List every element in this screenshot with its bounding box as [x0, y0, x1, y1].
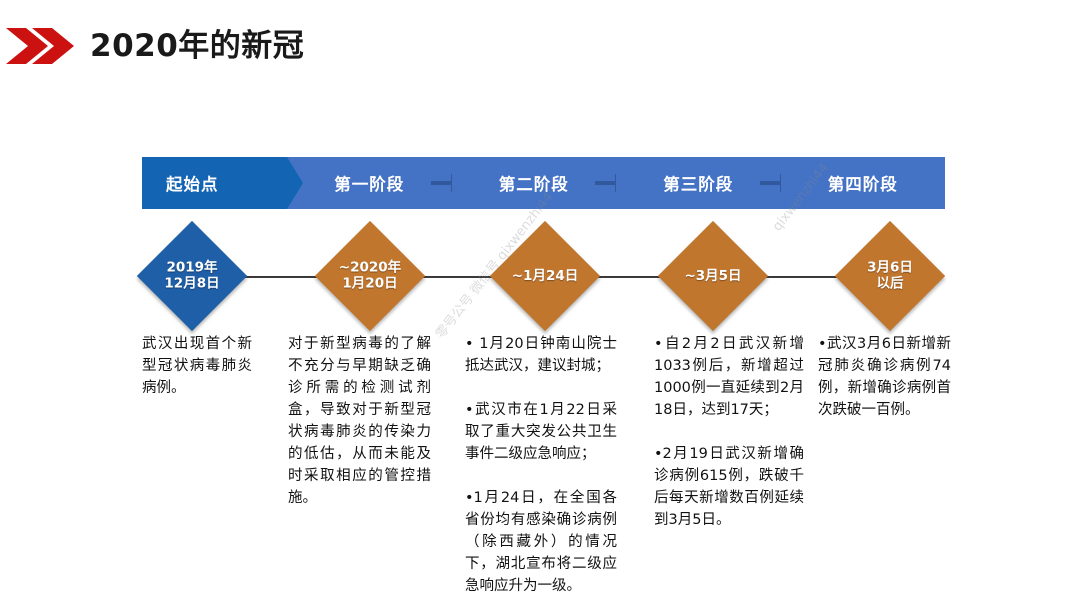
- phase-segment-0[interactable]: 起始点: [142, 157, 303, 209]
- description-column-0: 武汉出现首个新型冠状病毒肺炎病例。: [142, 336, 252, 397]
- segment-notch-icon: [287, 157, 303, 209]
- timeline-milestone-2[interactable]: ~1月24日: [489, 220, 601, 332]
- timeline-milestone-1[interactable]: ~2020年 1月20日: [314, 220, 426, 332]
- milestone-label: ~1月24日: [511, 267, 579, 284]
- milestone-label: ~2020年 1月20日: [338, 259, 402, 292]
- milestone-label: 3月6日 以后: [867, 259, 913, 292]
- description-column-2: • 1月20日钟南山院士抵达武汉，建议封城； •武汉市在1月22日采取了重大突发…: [465, 336, 617, 595]
- milestone-label: ~3月5日: [684, 267, 742, 284]
- milestone-label: 2019年 12月8日: [164, 259, 220, 292]
- phase-segment-label: 第四阶段: [827, 175, 898, 194]
- phase-segment-4[interactable]: 第四阶段: [780, 157, 945, 209]
- description-column-1: 对于新型病毒的了解不充分与早期缺乏确诊所需的检测试剂盒，导致对于新型冠状病毒肺炎…: [288, 336, 431, 507]
- page-title: 2020年的新冠: [90, 27, 305, 64]
- double-chevron-right-icon: [4, 26, 76, 66]
- phase-segment-label: 第二阶段: [498, 175, 569, 194]
- phase-segment-label: 起始点: [166, 175, 219, 194]
- timeline-milestone-3[interactable]: ~3月5日: [657, 220, 769, 332]
- description-column-4: •武汉3月6日新增新冠肺炎确诊病例74例，新增确诊病例首次跌破一百例。: [818, 336, 951, 419]
- description-column-3: •自2月2日武汉新增1033例后，新增超过1000例一直延续到2月18日，达到1…: [654, 336, 804, 529]
- timeline-milestone-4[interactable]: 3月6日 以后: [834, 220, 946, 332]
- slide-title-row: 2020年的新冠: [0, 18, 304, 74]
- phase-segment-3[interactable]: 第三阶段: [616, 157, 800, 209]
- phase-header-bar: 起始点 第一阶段 第二阶段 第三阶段: [142, 157, 945, 209]
- phase-segment-1[interactable]: 第一阶段: [287, 157, 471, 209]
- timeline-milestone-0[interactable]: 2019年 12月8日: [136, 220, 248, 332]
- phase-segment-label: 第三阶段: [663, 175, 734, 194]
- phase-segment-label: 第一阶段: [334, 175, 405, 194]
- phase-segment-2[interactable]: 第二阶段: [451, 157, 635, 209]
